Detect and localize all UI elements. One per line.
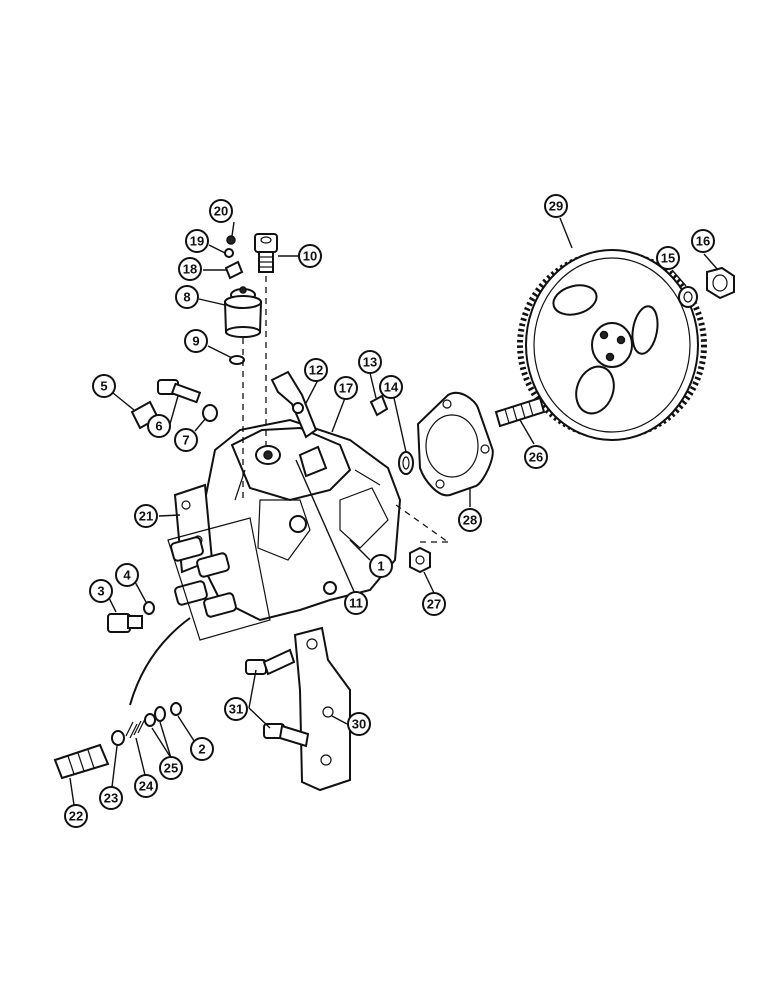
callout-28: 28 [458,508,482,532]
callout-label: 2 [198,742,205,757]
callout-15: 15 [656,246,680,270]
delivery-valve-outlets [167,517,271,641]
valve-seal-part [170,702,182,716]
callout-label: 20 [214,204,228,219]
stud-part [494,396,546,428]
terminal-clip-part [224,260,244,280]
callout-label: 10 [303,249,317,264]
callout-6: 6 [147,414,171,438]
callout-label: 27 [427,597,441,612]
callout-11: 11 [344,591,368,615]
callout-label: 19 [190,234,204,249]
callout-label: 28 [463,513,477,528]
callout-label: 30 [352,717,366,732]
camshaft-gear-part [517,249,707,441]
valve-spring-part [125,718,146,739]
callout-5: 5 [92,374,116,398]
callout-16: 16 [691,229,715,253]
callout-23: 23 [99,786,123,810]
callout-label: 26 [529,450,543,465]
callout-label: 9 [192,334,199,349]
terminal-nut-part [226,235,236,245]
banjo-bolt-part [254,233,278,273]
callout-17: 17 [334,376,358,400]
callout-21: 21 [134,504,158,528]
gear-washer-part [678,286,698,308]
plug-washer-part [143,601,155,615]
callout-label: 22 [69,809,83,824]
callout-label: 15 [661,251,675,266]
callout-label: 17 [339,381,353,396]
fuel-shutoff-solenoid-part [223,286,263,338]
callout-18: 18 [178,257,202,281]
callout-label: 16 [696,234,710,249]
callout-2: 2 [190,737,214,761]
callout-19: 19 [185,229,209,253]
callout-27: 27 [422,592,446,616]
callout-label: 12 [309,363,323,378]
callout-24: 24 [134,774,158,798]
callout-label: 7 [182,433,189,448]
callout-label: 14 [384,380,399,395]
callout-label: 4 [123,568,131,583]
callout-label: 3 [97,584,104,599]
alignment-lines [242,276,449,543]
callout-label: 23 [104,791,118,806]
terminal-washer-part [224,248,234,258]
callout-9: 9 [184,329,208,353]
callout-12: 12 [304,358,328,382]
mounting-nut-part [409,546,431,574]
callout-13: 13 [358,350,382,374]
callout-8: 8 [175,285,199,309]
gasket-part [416,391,494,497]
callout-3: 3 [89,579,113,603]
callout-label: 1 [377,559,384,574]
callout-26: 26 [524,445,548,469]
sealing-washer-part [202,404,218,422]
support-bracket-part [293,626,351,792]
callout-22: 22 [64,804,88,828]
callout-label: 25 [164,761,178,776]
valve-washer-part [111,730,125,746]
callout-30: 30 [347,712,371,736]
callout-label: 13 [363,355,377,370]
woodruff-key-part [369,394,389,417]
callout-4: 4 [115,563,139,587]
callout-label: 11 [349,596,363,611]
bracket-bolt-upper-part [245,648,296,676]
injection-pump-part [198,370,402,622]
callout-label: 31 [229,702,243,717]
callout-label: 5 [100,379,107,394]
callout-10: 10 [298,244,322,268]
o-ring-part [398,451,414,475]
callout-14: 14 [379,375,403,399]
leader-lines [69,217,719,806]
delivery-valve-holder-part [53,743,110,780]
callout-label: 21 [139,509,153,524]
callout-7: 7 [174,428,198,452]
plug-part [107,613,143,633]
callout-label: 18 [183,262,197,277]
gear-nut-part [706,266,735,300]
callout-1: 1 [369,554,393,578]
solenoid-washer-part [229,355,245,365]
callout-label: 24 [139,779,154,794]
detail-leader-curve [129,617,191,706]
callout-31: 31 [224,697,248,721]
callout-29: 29 [544,194,568,218]
delivery-valve-part [144,706,166,727]
callout-25: 25 [159,756,183,780]
callout-label: 8 [183,290,190,305]
callout-label: 6 [155,419,162,434]
callout-label: 29 [549,199,563,214]
callout-20: 20 [209,199,233,223]
adjusting-screw-part [157,379,202,404]
